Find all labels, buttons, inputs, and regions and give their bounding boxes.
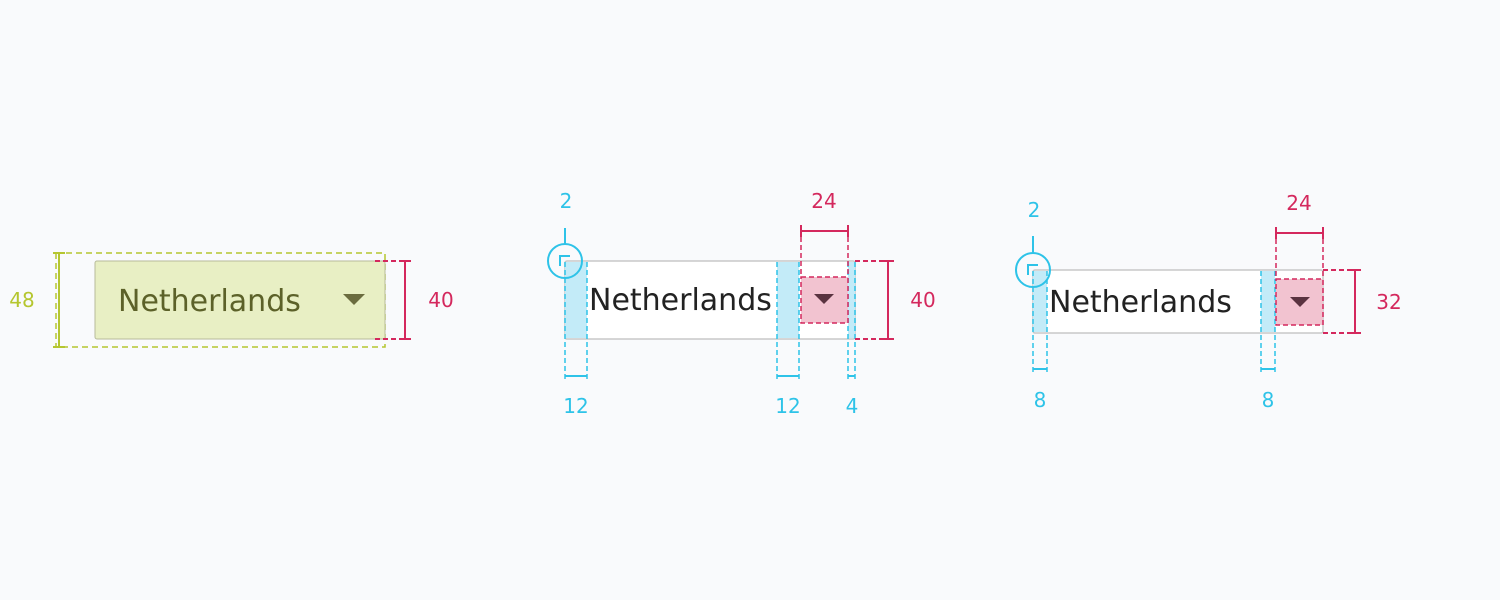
gap-area: [1261, 271, 1275, 332]
touch-target-height-dimension: [53, 252, 65, 348]
gap-area: [777, 262, 799, 338]
icon-size-label: 24: [1286, 191, 1311, 215]
gap-label: 12: [775, 394, 800, 418]
corner-radius-marker: [1015, 236, 1051, 288]
small-dropdown-spec: Netherlands 2 24 32: [1015, 191, 1402, 412]
padding-right-label: 4: [846, 394, 859, 418]
padding-left-label: 12: [563, 394, 588, 418]
field-height-label: 40: [428, 288, 453, 312]
field-height-dimension: [375, 260, 411, 340]
padding-left-area: [1033, 271, 1047, 332]
dropdown-value: Netherlands: [1049, 285, 1232, 320]
corner-radius-label: 2: [560, 189, 573, 213]
field-height-dimension: [1323, 269, 1361, 334]
chevron-down-icon: [814, 294, 834, 304]
chevron-down-icon: [1290, 297, 1310, 307]
dropdown-value: Netherlands: [118, 284, 301, 319]
touch-target-height-label: 48: [9, 288, 34, 312]
corner-radius-marker: [547, 228, 583, 279]
touch-target-dropdown-spec: Netherlands 48 40: [9, 252, 454, 348]
dropdown-field[interactable]: [94, 260, 386, 340]
corner-radius-label: 2: [1028, 198, 1041, 222]
dropdown-value: Netherlands: [589, 283, 772, 318]
icon-size-label: 24: [811, 189, 836, 213]
padding-left-area: [565, 262, 587, 338]
chevron-down-icon: [343, 294, 365, 305]
icon-size-dimension: [800, 225, 849, 277]
field-height-label: 40: [910, 288, 935, 312]
icon-size-dimension: [1275, 227, 1324, 279]
large-dropdown-spec: Netherlands 2 24 40: [547, 189, 936, 418]
field-height-dimension: [855, 260, 894, 340]
field-height-label: 32: [1376, 290, 1401, 314]
padding-right-area: [848, 262, 855, 338]
padding-left-label: 8: [1034, 388, 1047, 412]
gap-label: 8: [1262, 388, 1275, 412]
